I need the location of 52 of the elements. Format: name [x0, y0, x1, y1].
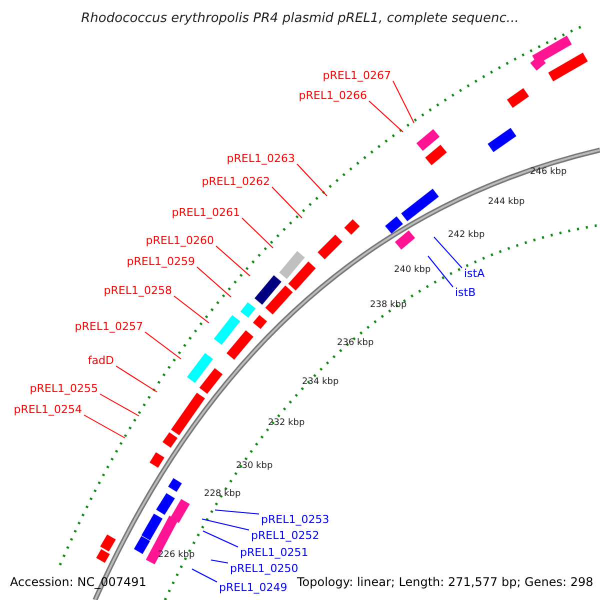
gene-label: pREL1_0250 — [230, 563, 298, 574]
gene-label: fadD — [88, 355, 114, 366]
info-text: Topology: linear; Length: 271,577 bp; Genes: 298 — [297, 576, 594, 588]
leader-line — [100, 394, 140, 416]
leader-line — [210, 560, 228, 564]
leader-line — [116, 366, 158, 392]
scale-label: 226 kbp — [158, 551, 195, 560]
scale-label: 230 kbp — [236, 462, 273, 471]
leader-line — [144, 332, 182, 360]
gene-label: pREL1_0255 — [30, 383, 98, 394]
scale-label: 242 kbp — [448, 231, 485, 240]
gene-label: istA — [464, 268, 485, 279]
leader-line — [214, 510, 260, 514]
scale-label: 236 kbp — [337, 339, 374, 348]
gene-label: pREL1_0258 — [104, 285, 172, 296]
leader-line — [192, 568, 218, 582]
gene-label: pREL1_0259 — [126, 256, 195, 267]
leader-line — [242, 218, 274, 248]
gene-label: pREL1_0257 — [74, 321, 143, 332]
title: Rhodococcus erythropolis PR4 plasmid pREL1, complete sequenc... — [80, 12, 520, 25]
scale-label: 244 kbp — [488, 198, 525, 207]
scale-label: 228 kbp — [204, 490, 241, 499]
gene-label: pREL1_0261 — [172, 207, 240, 218]
leader-line — [368, 100, 404, 132]
leader-line — [174, 296, 210, 324]
gene-label: pREL1_0263 — [226, 153, 295, 164]
scale-label: 232 kbp — [268, 419, 305, 428]
gene-label: pREL1_0267 — [322, 70, 391, 81]
leader-line — [434, 236, 462, 268]
scale-label: 234 kbp — [302, 378, 339, 387]
leader-line — [428, 256, 454, 288]
gene-label: pREL1_0262 — [202, 176, 270, 187]
leader-line — [84, 414, 126, 438]
gene-label: pREL1_0254 — [14, 404, 82, 415]
leader-line — [392, 80, 414, 124]
gene-label: istB — [455, 287, 476, 298]
leader-line — [196, 266, 232, 298]
leader-line — [216, 246, 250, 276]
gene-label: pREL1_0260 — [146, 235, 214, 246]
gene-label: pREL1_0253 — [261, 514, 330, 525]
leader-line — [296, 164, 328, 196]
leader-line — [202, 518, 250, 530]
gene-label: pREL1_0266 — [298, 90, 367, 101]
scale-label: 246 kbp — [530, 168, 567, 177]
gene-label: pREL1_0252 — [251, 530, 320, 541]
gene-label: pREL1_0251 — [240, 547, 308, 558]
leader-line — [202, 530, 238, 548]
scale-label: 240 kbp — [394, 266, 431, 275]
leader-line — [272, 186, 302, 218]
info-text: Accession: NC_007491 — [10, 576, 146, 588]
scale-label: 238 kbp — [370, 301, 407, 310]
gene-label: pREL1_0249 — [219, 582, 288, 593]
